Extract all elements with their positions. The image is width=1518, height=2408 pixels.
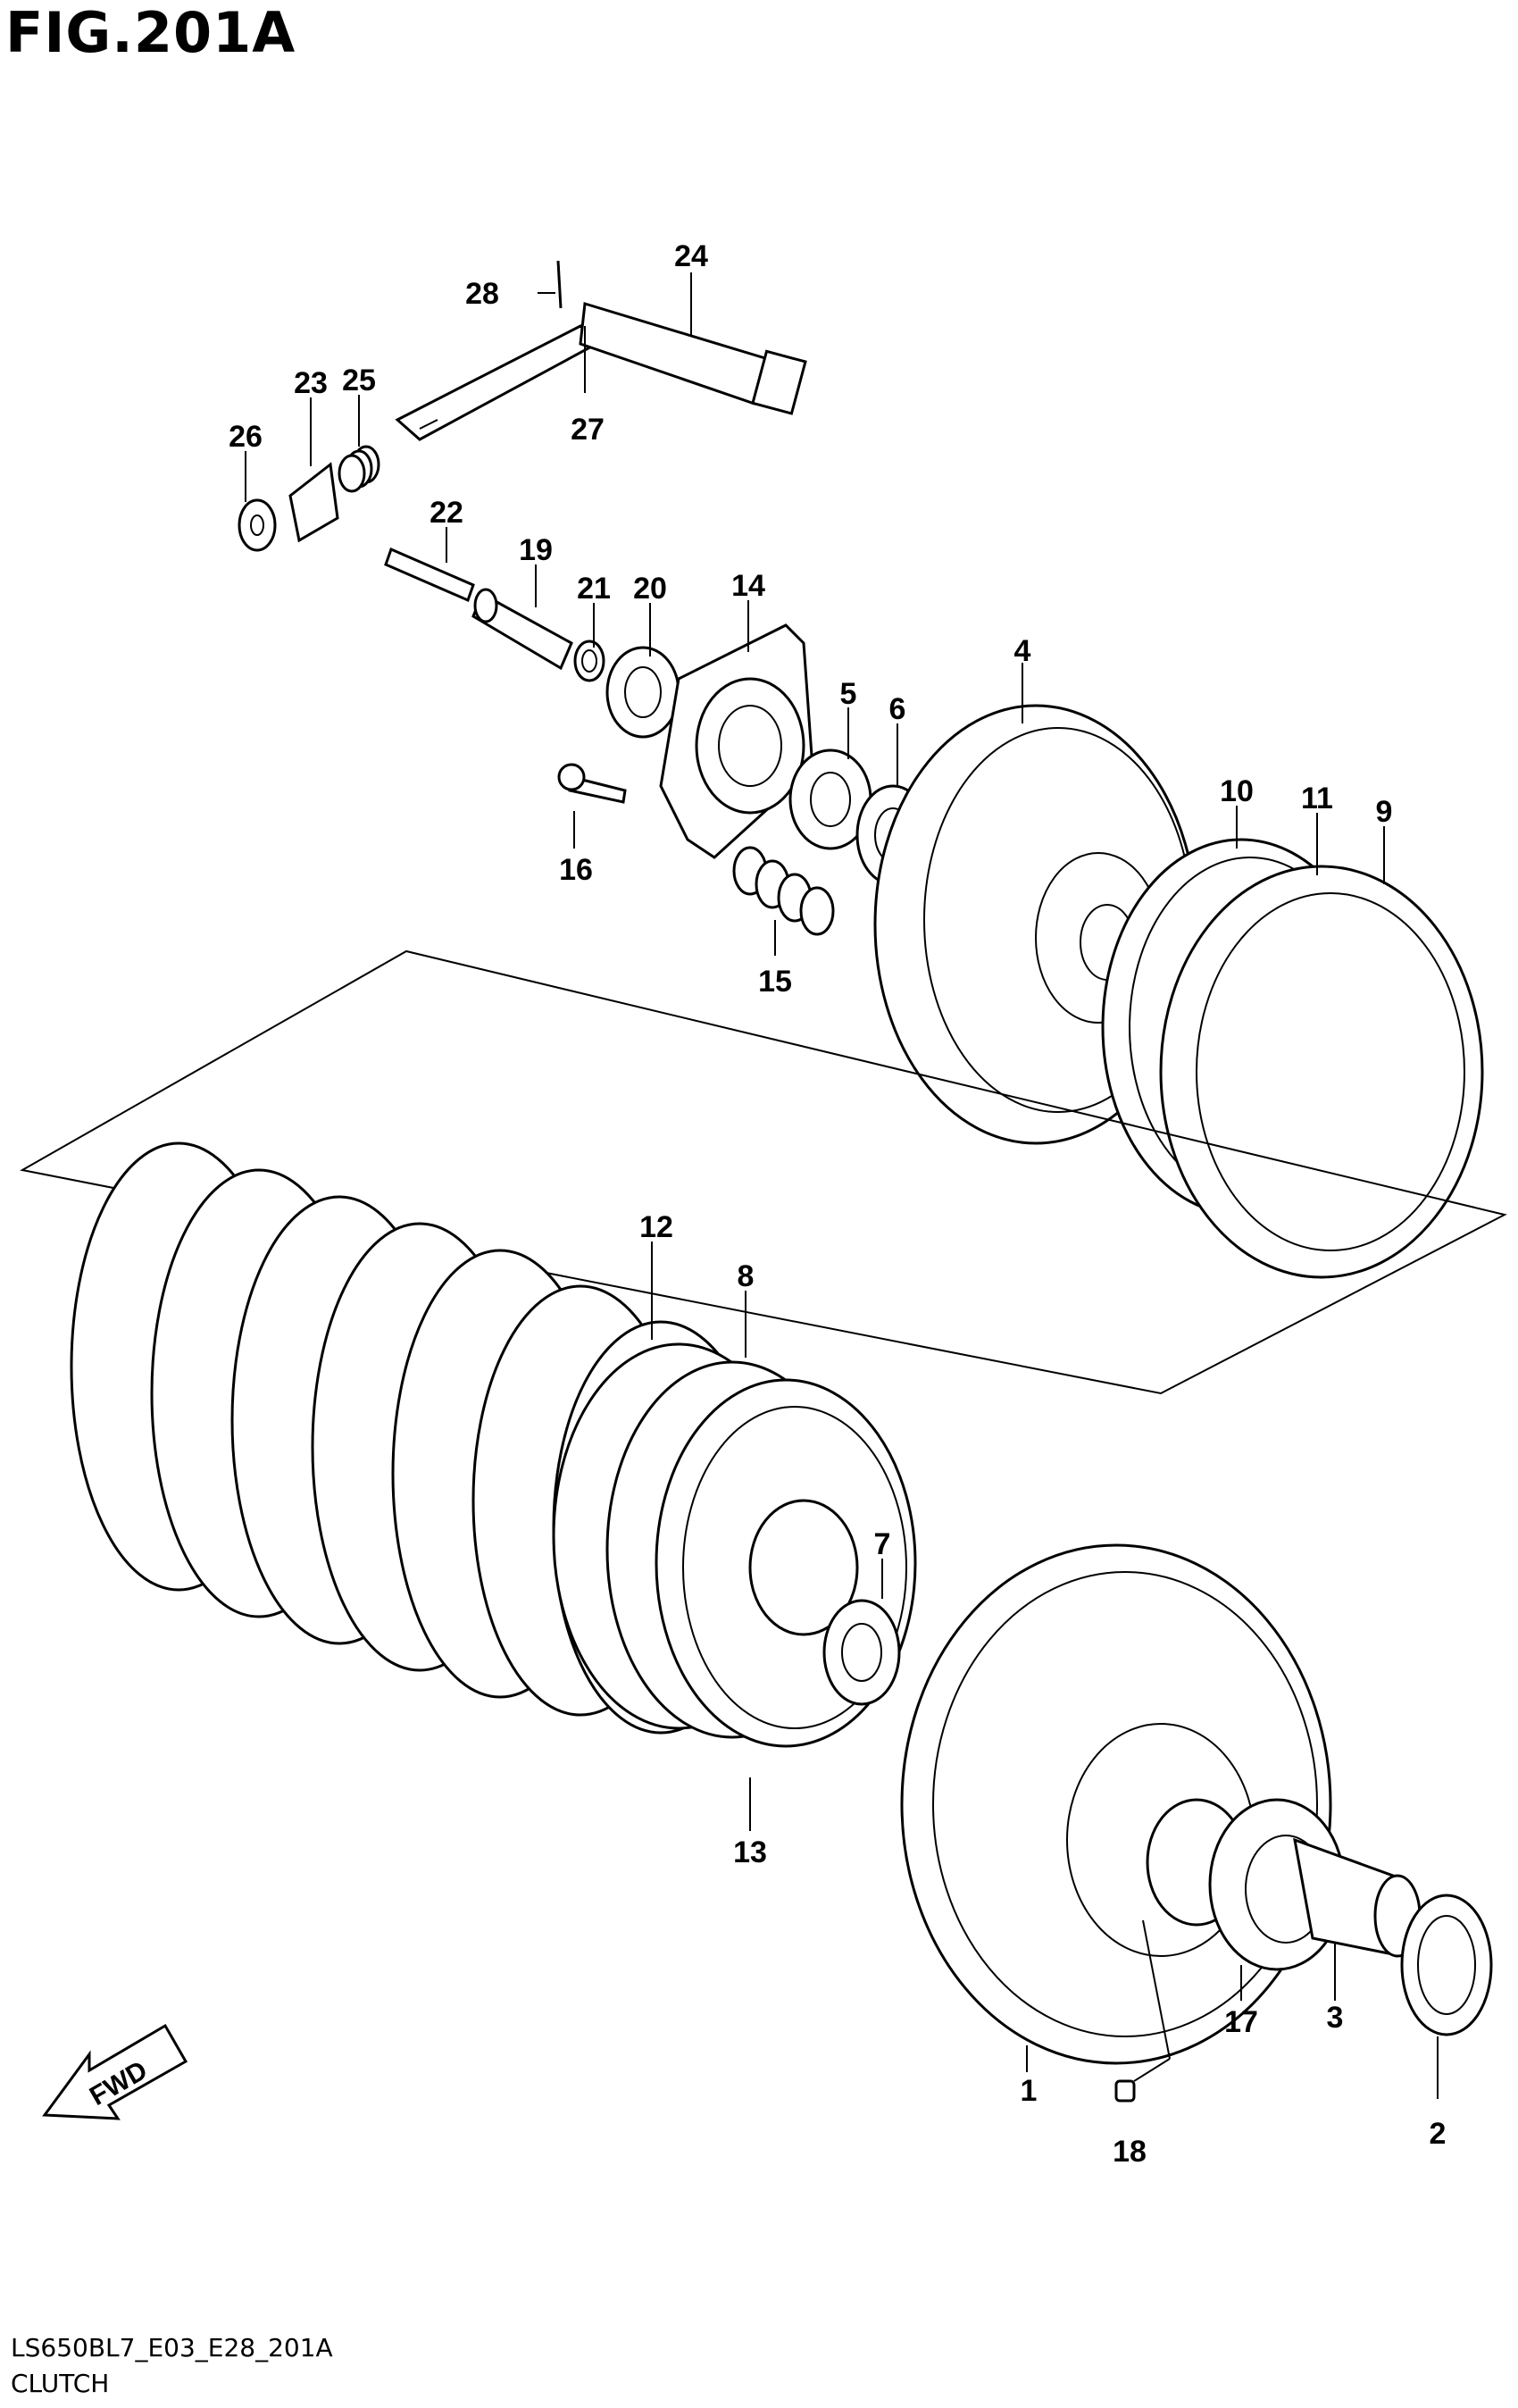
fwd-arrow-icon: FWD — [42, 2023, 188, 2120]
callout-20: 20 — [633, 572, 667, 606]
callout-23: 23 — [294, 366, 328, 400]
callout-12: 12 — [639, 1210, 673, 1244]
callout-17: 17 — [1224, 2005, 1258, 2039]
callout-4: 4 — [1014, 634, 1031, 668]
figure-section: CLUTCH — [11, 2369, 110, 2398]
clutch-housing — [900, 1543, 1493, 2103]
callout-6: 6 — [889, 692, 906, 726]
callout-8: 8 — [738, 1259, 755, 1293]
callout-1: 1 — [1021, 2074, 1038, 2108]
callout-21: 21 — [577, 572, 611, 606]
spring-25 — [338, 445, 380, 493]
plate-washers-group — [1101, 838, 1484, 1279]
callout-10: 10 — [1220, 774, 1254, 808]
callout-labels: 1 2 3 4 5 6 7 8 9 10 11 12 13 14 15 16 1… — [229, 239, 1446, 2169]
callout-22: 22 — [430, 496, 463, 530]
callout-16: 16 — [559, 853, 593, 887]
callout-28: 28 — [465, 277, 499, 311]
figure-title: FIG.201A — [5, 0, 296, 65]
callout-14: 14 — [731, 569, 765, 603]
spring-15 — [732, 846, 835, 936]
callout-18: 18 — [1113, 2135, 1147, 2169]
callout-9: 9 — [1376, 795, 1393, 829]
callout-15: 15 — [758, 965, 792, 999]
pressure-plate-group — [557, 623, 930, 936]
callout-13: 13 — [733, 1835, 767, 1869]
callout-25: 25 — [342, 364, 376, 397]
callout-24: 24 — [674, 239, 708, 273]
release-lever-group — [238, 260, 807, 552]
callout-26: 26 — [229, 420, 263, 454]
callout-2: 2 — [1430, 2117, 1447, 2151]
leader-lines — [245, 272, 1439, 2099]
group-boundary — [20, 949, 1507, 1395]
callout-5: 5 — [840, 677, 857, 711]
pressure-disc-group — [552, 1342, 917, 1748]
push-rod-group — [384, 547, 605, 682]
figure-code: LS650BL7_E03_E28_201A — [11, 2333, 333, 2362]
callout-7: 7 — [874, 1527, 891, 1561]
callout-11: 11 — [1301, 782, 1333, 815]
callout-27: 27 — [571, 413, 605, 447]
callout-19: 19 — [519, 533, 553, 567]
callout-3: 3 — [1327, 2001, 1344, 2035]
